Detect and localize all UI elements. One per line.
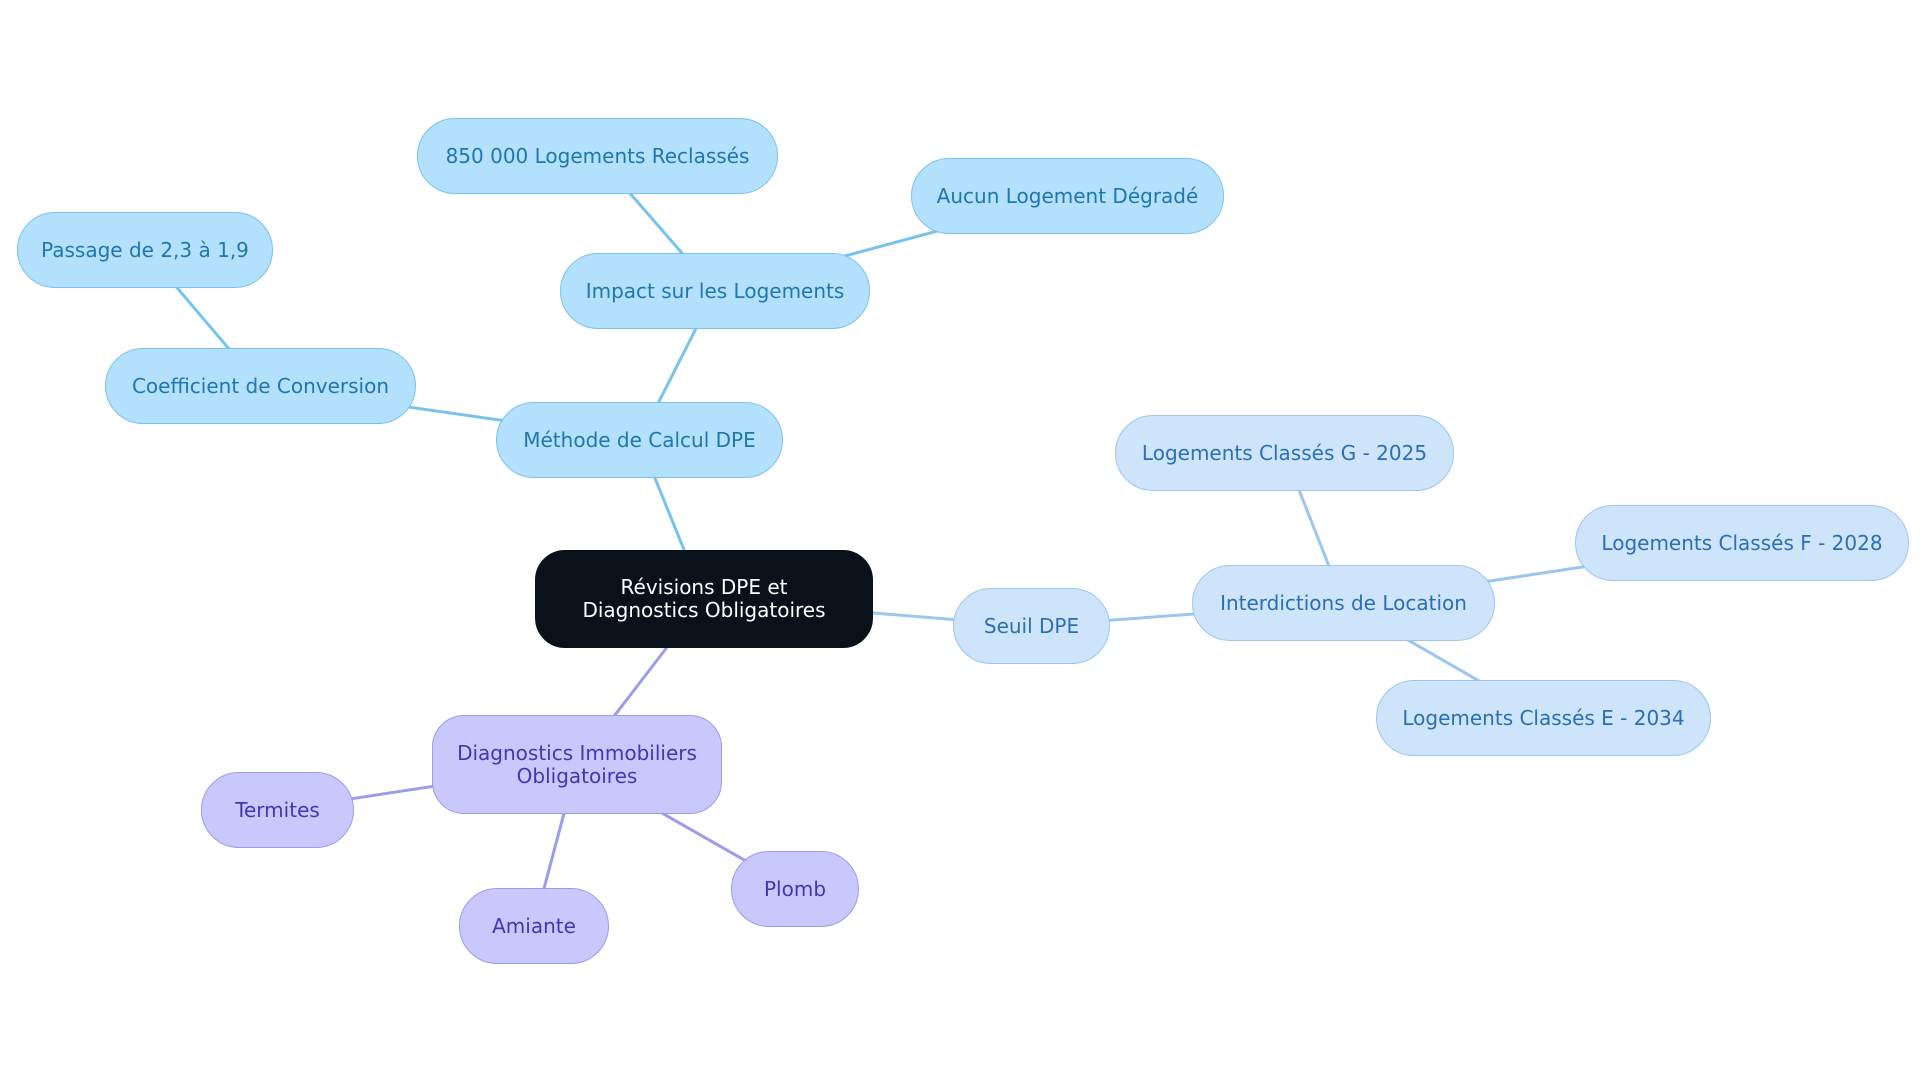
node-e-2034[interactable]: Logements Classés E - 2034 (1376, 680, 1711, 756)
node-impact-label: Impact sur les Logements (585, 278, 845, 303)
node-impact[interactable]: Impact sur les Logements (560, 253, 870, 329)
node-plomb-label: Plomb (763, 876, 827, 901)
node-diagnostics[interactable]: Diagnostics Immobiliers Obligatoires (432, 715, 722, 814)
node-interdictions-label: Interdictions de Location (1220, 590, 1467, 615)
node-termites[interactable]: Termites (201, 772, 354, 848)
node-amiante[interactable]: Amiante (459, 888, 609, 964)
node-coefficient-label: Coefficient de Conversion (131, 373, 390, 398)
node-f-2028-label: Logements Classés F - 2028 (1601, 530, 1883, 555)
node-passage[interactable]: Passage de 2,3 à 1,9 (17, 212, 273, 288)
node-termites-label: Termites (235, 797, 320, 822)
node-aucun-degrade[interactable]: Aucun Logement Dégradé (911, 158, 1224, 234)
node-coefficient[interactable]: Coefficient de Conversion (105, 348, 416, 424)
node-methode-calcul[interactable]: Méthode de Calcul DPE (496, 402, 783, 478)
node-plomb[interactable]: Plomb (731, 851, 859, 927)
node-seuil-dpe-label: Seuil DPE (983, 613, 1080, 638)
node-reclasses[interactable]: 850 000 Logements Reclassés (417, 118, 778, 194)
node-aucun-degrade-label: Aucun Logement Dégradé (936, 183, 1199, 208)
node-methode-calcul-label: Méthode de Calcul DPE (523, 427, 756, 452)
node-g-2025[interactable]: Logements Classés G - 2025 (1115, 415, 1454, 491)
node-diagnostics-label: Diagnostics Immobiliers Obligatoires (457, 740, 697, 788)
node-amiante-label: Amiante (492, 913, 576, 938)
node-seuil-dpe[interactable]: Seuil DPE (953, 588, 1110, 664)
node-root[interactable]: Révisions DPE et Diagnostics Obligatoire… (535, 550, 873, 648)
node-passage-label: Passage de 2,3 à 1,9 (41, 237, 249, 262)
node-f-2028[interactable]: Logements Classés F - 2028 (1575, 505, 1909, 581)
node-root-label: Révisions DPE et Diagnostics Obligatoire… (582, 575, 826, 622)
node-interdictions[interactable]: Interdictions de Location (1192, 565, 1495, 641)
node-g-2025-label: Logements Classés G - 2025 (1141, 440, 1428, 465)
node-reclasses-label: 850 000 Logements Reclassés (445, 143, 750, 168)
node-e-2034-label: Logements Classés E - 2034 (1402, 705, 1685, 730)
